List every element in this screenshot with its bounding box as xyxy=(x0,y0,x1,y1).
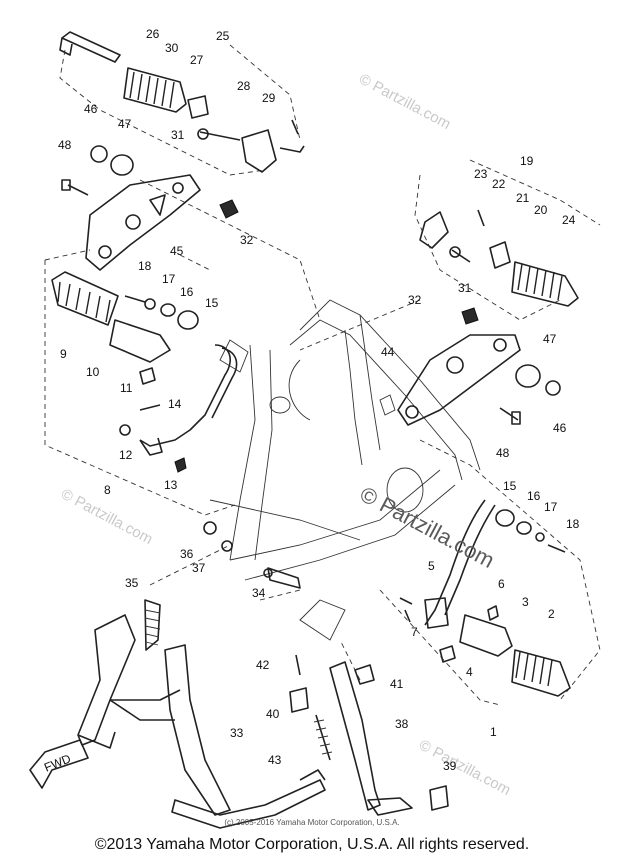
rear-footrest-left xyxy=(59,31,305,173)
part-label-40: 40 xyxy=(266,707,280,721)
part-label-1: 1 xyxy=(490,725,497,739)
part-label-35: 35 xyxy=(125,576,139,590)
part-label-30: 30 xyxy=(165,41,179,55)
part-label-5: 5 xyxy=(428,559,435,573)
fwd-label: FWD xyxy=(42,751,73,774)
part-label-2: 2 xyxy=(548,607,555,621)
part-label-29: 29 xyxy=(262,91,276,105)
part-number-labels: 1234567891011121314151516161717181819202… xyxy=(58,27,580,773)
part-label-38: 38 xyxy=(395,717,409,731)
part-label-33: 33 xyxy=(230,726,244,740)
front-footrest-left xyxy=(51,271,238,473)
bracket-right xyxy=(397,307,561,426)
part-label-44: 44 xyxy=(381,345,395,359)
part-label-16: 16 xyxy=(180,285,194,299)
part-label-19: 19 xyxy=(520,154,534,168)
part-label-17: 17 xyxy=(162,272,176,286)
frame-drawing xyxy=(209,299,481,641)
footer-copyright: ©2013 Yamaha Motor Corporation, U.S.A. A… xyxy=(94,836,530,853)
diagram-copyright-small: (c) 2005-2016 Yamaha Motor Corporation, … xyxy=(224,818,400,827)
part-label-24: 24 xyxy=(562,213,576,227)
rear-footrest-right xyxy=(419,209,579,307)
part-label-11: 11 xyxy=(120,381,133,395)
part-label-15: 15 xyxy=(503,479,517,493)
part-label-48: 48 xyxy=(58,138,72,152)
fwd-arrow: FWD xyxy=(29,739,89,789)
part-label-18: 18 xyxy=(138,259,152,273)
part-label-14: 14 xyxy=(168,397,182,411)
part-label-8: 8 xyxy=(104,483,111,497)
part-label-4: 4 xyxy=(466,665,473,679)
part-label-31: 31 xyxy=(458,281,472,295)
part-label-15: 15 xyxy=(205,296,219,310)
part-label-39: 39 xyxy=(443,759,457,773)
part-label-41: 41 xyxy=(390,677,404,691)
part-label-10: 10 xyxy=(86,365,100,379)
part-label-47: 47 xyxy=(543,332,557,346)
part-label-16: 16 xyxy=(527,489,541,503)
assembly-outlines xyxy=(44,44,601,706)
part-label-6: 6 xyxy=(498,577,505,591)
part-label-17: 17 xyxy=(544,500,558,514)
part-label-18: 18 xyxy=(566,517,580,531)
part-label-34: 34 xyxy=(252,586,266,600)
part-label-48: 48 xyxy=(496,446,510,460)
part-label-7: 7 xyxy=(411,625,418,639)
part-label-32: 32 xyxy=(240,233,254,247)
part-label-36: 36 xyxy=(180,547,194,561)
part-label-47: 47 xyxy=(118,117,132,131)
part-label-21: 21 xyxy=(516,191,530,205)
center-stand xyxy=(77,521,326,829)
part-label-27: 27 xyxy=(190,53,204,67)
part-label-45: 45 xyxy=(170,244,184,258)
part-label-28: 28 xyxy=(237,79,251,93)
part-label-9: 9 xyxy=(60,347,67,361)
part-label-13: 13 xyxy=(164,478,178,492)
part-label-43: 43 xyxy=(268,753,282,767)
bracket-left xyxy=(61,145,239,271)
part-label-37: 37 xyxy=(192,561,206,575)
watermark: © Partzilla.com xyxy=(356,71,453,133)
part-label-22: 22 xyxy=(492,177,506,191)
part-label-25: 25 xyxy=(216,29,230,43)
part-label-3: 3 xyxy=(522,595,529,609)
part-label-42: 42 xyxy=(256,658,270,672)
front-footrest-right xyxy=(399,499,571,697)
part-label-31: 31 xyxy=(171,128,185,142)
part-label-32: 32 xyxy=(408,293,422,307)
side-stand xyxy=(289,654,449,816)
part-label-46: 46 xyxy=(84,102,98,116)
part-label-12: 12 xyxy=(119,448,133,462)
part-label-46: 46 xyxy=(553,421,567,435)
part-label-23: 23 xyxy=(474,167,488,181)
part-label-20: 20 xyxy=(534,203,548,217)
part-label-26: 26 xyxy=(146,27,160,41)
